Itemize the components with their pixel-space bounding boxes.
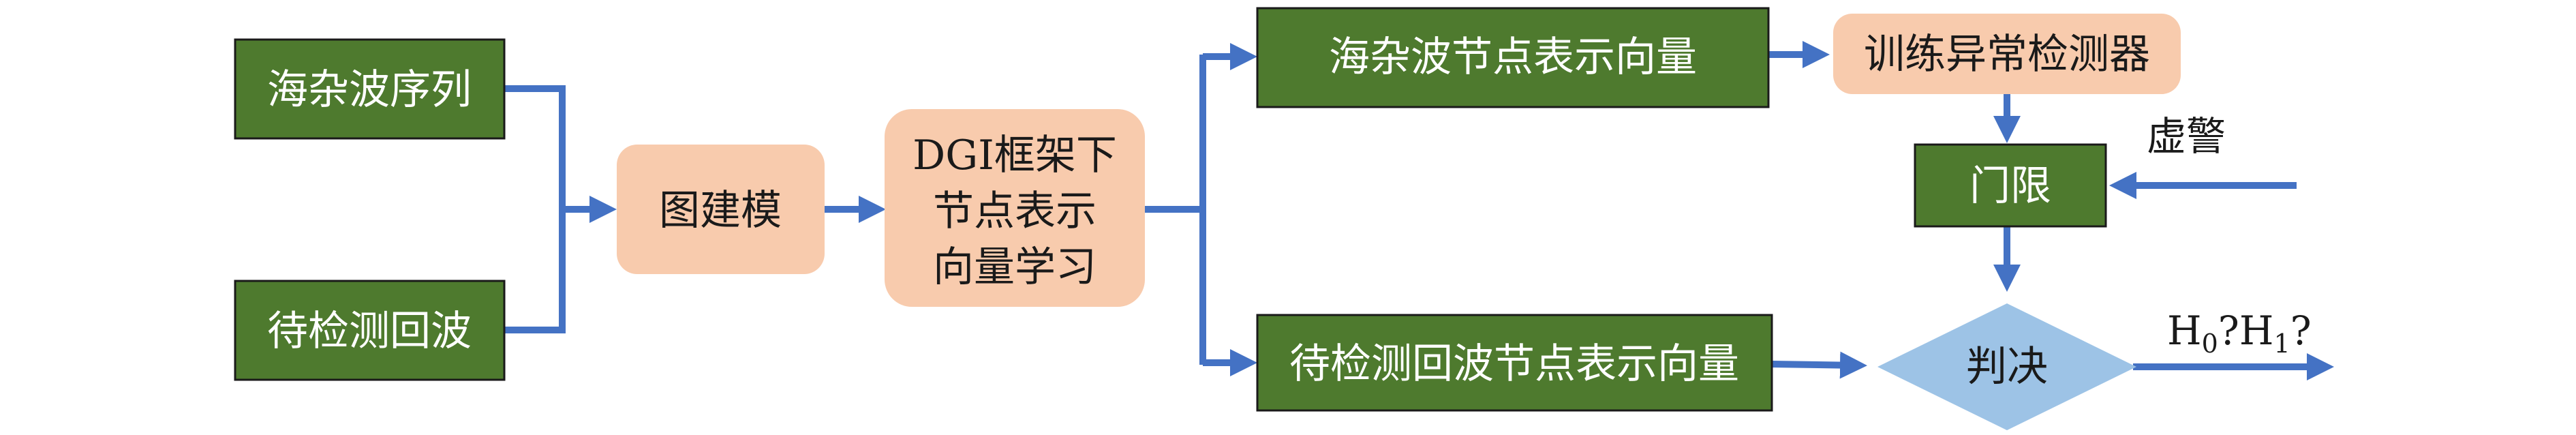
node-echo-vector: 待检测回波节点表示向量	[1256, 314, 1773, 412]
node-echo-to-detect: 待检测回波	[234, 280, 506, 381]
output-h1-question: ?	[2290, 308, 2312, 354]
node-dgi-learning-line-2: 节点表示	[933, 188, 1097, 235]
node-train-detector-label: 训练异常检测器	[1864, 31, 2150, 78]
output-h0-base: H	[2167, 308, 2202, 354]
output-h1-sub: 1	[2273, 329, 2290, 359]
node-sea-clutter-sequence-label: 海杂波序列	[267, 66, 472, 114]
connectors	[504, 41, 2334, 380]
node-decision: 判决	[1877, 303, 2136, 430]
node-sea-clutter-vector-label: 海杂波节点表示向量	[1329, 33, 1697, 81]
arrow-to-decision	[1771, 351, 1867, 379]
node-threshold: 门限	[1914, 143, 2107, 228]
node-dgi-learning-line-3: 向量学习	[933, 243, 1097, 291]
node-dgi-learning-line-1: DGI框架下	[913, 132, 1117, 179]
node-graph-modeling-label: 图建模	[659, 187, 782, 235]
false-alarm-label: 虚警	[2147, 113, 2226, 160]
node-sea-clutter-vector: 海杂波节点表示向量	[1256, 7, 1770, 108]
node-graph-modeling: 图建模	[617, 145, 825, 274]
output-h1-base: H	[2239, 308, 2274, 354]
node-echo-vector-label: 待检测回波节点表示向量	[1289, 340, 1739, 388]
connector-echo-to-merge	[504, 209, 566, 333]
node-train-detector: 训练异常检测器	[1833, 14, 2181, 94]
node-echo-to-detect-label: 待检测回波	[267, 308, 472, 355]
output-label: H0?H1?	[2167, 308, 2312, 359]
output-h0-question: ?	[2218, 308, 2239, 354]
node-threshold-label: 门限	[1969, 162, 2051, 210]
connector-sequence-to-merge	[504, 85, 566, 209]
node-sea-clutter-sequence: 海杂波序列	[234, 38, 506, 140]
output-h0-sub: 0	[2202, 329, 2218, 359]
node-decision-label: 判决	[1966, 343, 2048, 391]
node-dgi-learning: DGI框架下 节点表示 向量学习	[885, 109, 1145, 307]
